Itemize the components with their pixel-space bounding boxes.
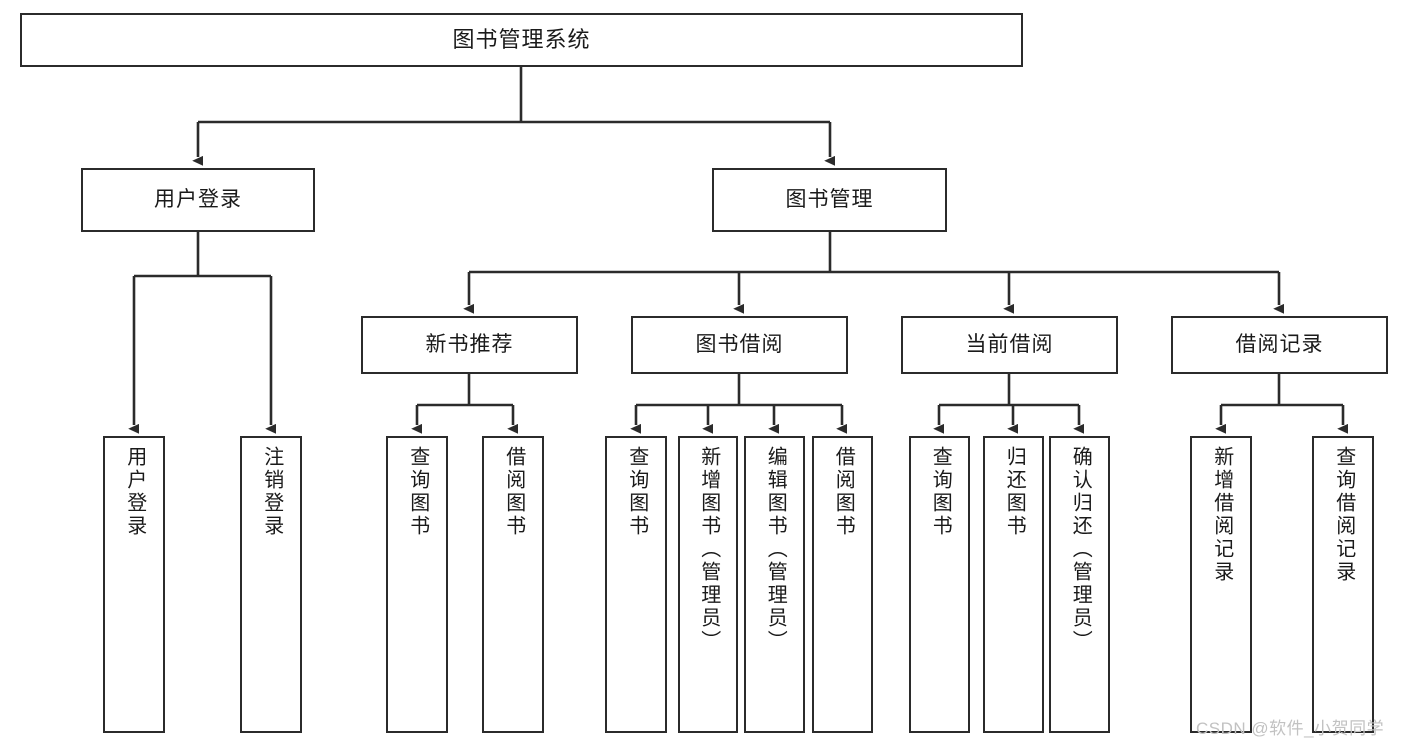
node-level2-book-management-label: 图书管理 bbox=[785, 188, 874, 212]
node-level3-new-book-recommend[interactable]: 新书推荐 bbox=[361, 316, 578, 374]
leaf-query-book-recommend[interactable]: 查询图书 bbox=[386, 436, 448, 733]
leaf-edit-book-admin[interactable]: 编辑图书（管理员） bbox=[744, 436, 805, 733]
leaf-user-login-label: 用户登录 bbox=[123, 446, 146, 538]
leaf-add-book-admin-label: 新增图书（管理员） bbox=[697, 446, 720, 653]
leaf-user-login[interactable]: 用户登录 bbox=[103, 436, 165, 733]
node-level3-new-book-recommend-label: 新书推荐 bbox=[425, 333, 514, 357]
leaf-logout[interactable]: 注销登录 bbox=[240, 436, 302, 733]
leaf-borrow-book-label: 借阅图书 bbox=[832, 446, 855, 538]
node-level2-book-management[interactable]: 图书管理 bbox=[712, 168, 947, 232]
node-level2-user-login[interactable]: 用户登录 bbox=[81, 168, 315, 232]
node-level3-current-borrow[interactable]: 当前借阅 bbox=[901, 316, 1118, 374]
leaf-confirm-return-admin-label: 确认归还（管理员） bbox=[1069, 446, 1092, 653]
leaf-add-borrow-record[interactable]: 新增借阅记录 bbox=[1190, 436, 1252, 733]
node-level3-book-borrow[interactable]: 图书借阅 bbox=[631, 316, 848, 374]
leaf-return-book[interactable]: 归还图书 bbox=[983, 436, 1044, 733]
node-level3-borrow-record[interactable]: 借阅记录 bbox=[1171, 316, 1388, 374]
leaf-query-book-current-label: 查询图书 bbox=[929, 446, 952, 538]
leaf-borrow-book-recommend-label: 借阅图书 bbox=[502, 446, 525, 538]
csdn-watermark: CSDN @软件_小贺同学 bbox=[1196, 719, 1385, 738]
leaf-edit-book-admin-label: 编辑图书（管理员） bbox=[764, 446, 787, 653]
leaf-add-borrow-record-label: 新增借阅记录 bbox=[1210, 446, 1233, 584]
node-root[interactable]: 图书管理系统 bbox=[20, 13, 1023, 67]
leaf-confirm-return-admin[interactable]: 确认归还（管理员） bbox=[1049, 436, 1110, 733]
leaf-query-book-current[interactable]: 查询图书 bbox=[909, 436, 970, 733]
leaf-logout-label: 注销登录 bbox=[260, 446, 283, 538]
leaf-query-book-recommend-label: 查询图书 bbox=[406, 446, 429, 538]
node-level3-borrow-record-label: 借阅记录 bbox=[1235, 333, 1324, 357]
node-level3-current-borrow-label: 当前借阅 bbox=[965, 333, 1054, 357]
node-root-label: 图书管理系统 bbox=[452, 26, 591, 52]
leaf-add-book-admin[interactable]: 新增图书（管理员） bbox=[678, 436, 738, 733]
leaf-query-book-borrow-label: 查询图书 bbox=[625, 446, 648, 538]
node-level3-book-borrow-label: 图书借阅 bbox=[695, 333, 784, 357]
leaf-query-borrow-record-label: 查询借阅记录 bbox=[1332, 446, 1355, 584]
leaf-borrow-book[interactable]: 借阅图书 bbox=[812, 436, 873, 733]
leaf-query-borrow-record[interactable]: 查询借阅记录 bbox=[1312, 436, 1374, 733]
leaf-query-book-borrow[interactable]: 查询图书 bbox=[605, 436, 667, 733]
leaf-return-book-label: 归还图书 bbox=[1003, 446, 1026, 538]
node-level2-user-login-label: 用户登录 bbox=[154, 188, 242, 212]
leaf-borrow-book-recommend[interactable]: 借阅图书 bbox=[482, 436, 544, 733]
